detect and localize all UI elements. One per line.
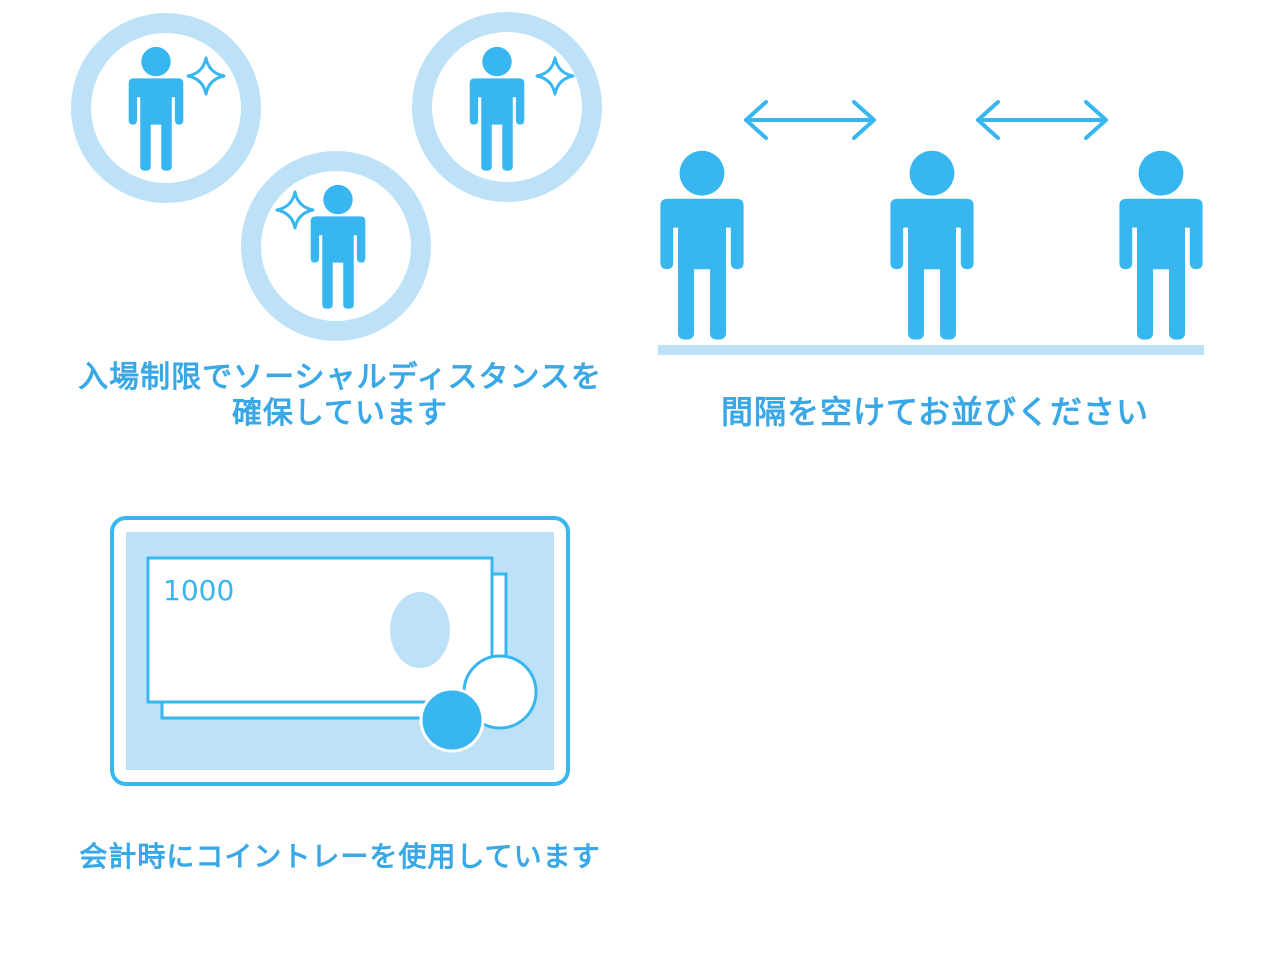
double-arrow-icon-left — [744, 100, 876, 140]
person-in-circle-icon-left — [71, 13, 261, 203]
person-icon-1 — [660, 150, 744, 340]
social-distance-caption-line1: 入場制限でソーシャルディスタンスを — [78, 360, 602, 395]
double-arrow-icon-right — [976, 100, 1108, 140]
social-distance-caption: 入場制限でソーシャルディスタンスを 確保しています — [40, 360, 640, 432]
person-icon-3 — [1119, 150, 1203, 340]
sparkle-icon — [535, 56, 575, 96]
sparkle-icon — [275, 190, 315, 230]
banknote-portrait — [390, 592, 450, 668]
coin-tray-icon: 1000 — [110, 516, 570, 786]
banknote-value: 1000 — [163, 574, 234, 607]
floor-line — [658, 345, 1204, 355]
queue-spacing-caption: 間隔を空けてお並びください — [720, 393, 1150, 431]
person-in-circle-icon-right — [412, 12, 602, 202]
person-in-circle-icon-bottom — [241, 151, 431, 341]
coin-tray-caption: 会計時にコイントレーを使用しています — [79, 840, 601, 873]
banknote-icon: 1000 — [146, 556, 508, 720]
social-distance-caption-line2: 確保しています — [231, 396, 449, 431]
sparkle-icon — [186, 56, 226, 96]
queue-spacing-illustration — [658, 100, 1204, 355]
coin-icon-blue — [419, 687, 485, 753]
social-distance-illustration — [71, 12, 602, 341]
person-icon-2 — [890, 150, 974, 340]
